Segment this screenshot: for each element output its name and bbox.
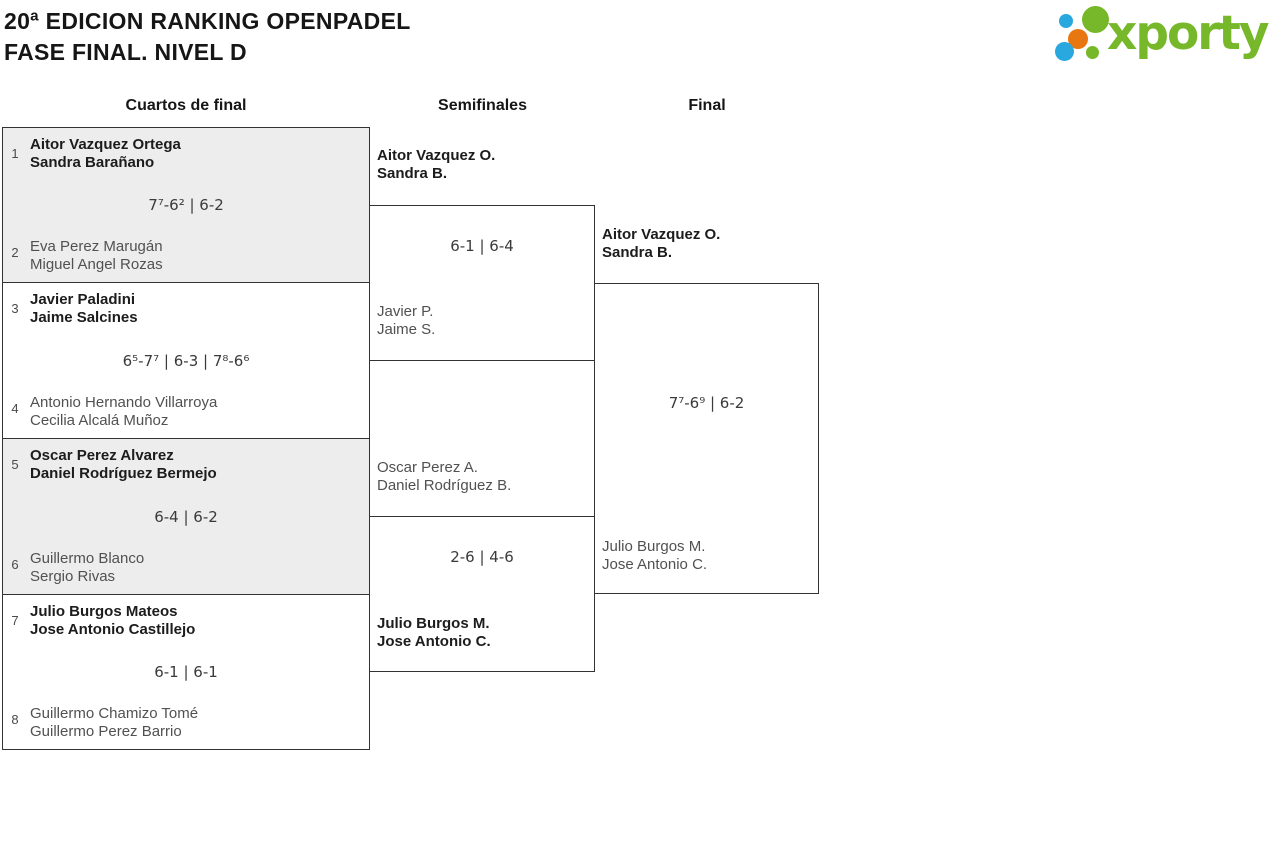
qf-match-3: 5 Oscar Perez Alvarez Daniel Rodríguez B… (2, 438, 370, 595)
qf4-team-bottom-player-1: Guillermo Chamizo Tomé (30, 705, 199, 722)
logo-dot-orange-icon (1068, 29, 1088, 49)
qf3-team-top: Oscar Perez Alvarez Daniel Rodríguez Ber… (30, 447, 217, 483)
qf1-team-top-player-1: Aitor Vazquez Ortega (30, 136, 181, 153)
sf2-team-bottom-player-1: Julio Burgos M. (377, 615, 490, 632)
qf1-team-top: Aitor Vazquez Ortega Sandra Barañano (30, 136, 181, 172)
sf1-team-top-player-2: Sandra B. (377, 165, 448, 182)
logo-wordmark: xporty (1107, 6, 1270, 61)
sf2-score: 2-6 | 4-6 (450, 548, 514, 566)
final-team-top-player-2: Sandra B. (602, 244, 673, 261)
qf2-team-bottom: Antonio Hernando Villarroya Cecilia Alca… (30, 394, 217, 430)
qf1-score: 7⁷-6² | 6-2 (148, 196, 224, 214)
qf4-team-top: Julio Burgos Mateos Jose Antonio Castill… (30, 603, 195, 639)
final-team-top: Aitor Vazquez O. Sandra B. (602, 226, 720, 262)
qf2-team-bottom-player-1: Antonio Hernando Villarroya (30, 394, 218, 411)
title-line-2: FASE FINAL. NIVEL D (4, 39, 247, 65)
qf3-team-bottom-player-2: Sergio Rivas (30, 568, 116, 585)
qf1-seed-top: 1 (11, 146, 19, 161)
sf1-score: 6-1 | 6-4 (450, 237, 514, 255)
logo-dot-blue-small-icon (1059, 14, 1073, 28)
round-header-semifinals: Semifinales (438, 97, 527, 114)
sf1-team-bottom-player-2: Jaime S. (377, 321, 436, 338)
qf1-team-bottom: Eva Perez Marugán Miguel Angel Rozas (30, 238, 163, 274)
sf2-team-bottom-player-2: Jose Antonio C. (377, 633, 491, 650)
qf2-team-bottom-player-2: Cecilia Alcalá Muñoz (30, 412, 169, 429)
xporty-logo[interactable]: xporty (1050, 0, 1280, 75)
qf2-team-top: Javier Paladini Jaime Salcines (30, 291, 138, 327)
qf4-seed-top: 7 (11, 613, 19, 628)
qf1-team-bottom-player-1: Eva Perez Marugán (30, 238, 163, 255)
final-match-box (594, 283, 819, 594)
qf1-seed-bottom: 2 (11, 245, 19, 260)
qf2-seed-top: 3 (11, 301, 19, 316)
qf3-team-bottom: Guillermo Blanco Sergio Rivas (30, 550, 144, 586)
sf1-team-top-player-1: Aitor Vazquez O. (377, 147, 496, 164)
page-title: 20ª EDICION RANKING OPENPADEL FASE FINAL… (4, 6, 411, 68)
sf2-team-top-player-2: Daniel Rodríguez B. (377, 477, 512, 494)
qf2-seed-bottom: 4 (11, 401, 19, 416)
final-team-bottom-player-1: Julio Burgos M. (602, 538, 706, 555)
sf1-team-top: Aitor Vazquez O. Sandra B. (377, 147, 495, 183)
final-score: 7⁷-6⁹ | 6-2 (668, 394, 745, 412)
qf4-team-top-player-1: Julio Burgos Mateos (30, 603, 178, 620)
title-line-1: 20ª EDICION RANKING OPENPADEL (4, 8, 411, 34)
qf4-team-bottom: Guillermo Chamizo Tomé Guillermo Perez B… (30, 705, 198, 741)
qf3-score: 6-4 | 6-2 (154, 507, 218, 526)
qf3-seed-bottom: 6 (11, 557, 19, 572)
sf1-team-bottom-player-1: Javier P. (377, 303, 434, 320)
sf-match-2-box (369, 516, 595, 672)
round-header-quarterfinals: Cuartos de final (125, 97, 247, 114)
final-team-top-player-1: Aitor Vazquez O. (602, 226, 721, 243)
sf2-team-top-player-1: Oscar Perez A. (377, 459, 478, 476)
qf3-seed-top: 5 (11, 457, 19, 472)
qf1-team-bottom-player-2: Miguel Angel Rozas (30, 256, 163, 273)
qf2-team-top-player-2: Jaime Salcines (30, 309, 138, 326)
qf4-team-top-player-2: Jose Antonio Castillejo (30, 621, 196, 638)
logo-dot-green-large-icon (1082, 6, 1109, 33)
round-header-final: Final (688, 97, 726, 114)
final-team-bottom-player-2: Jose Antonio C. (602, 556, 708, 573)
logo-dot-green-small-icon (1086, 46, 1099, 59)
qf3-team-top-player-2: Daniel Rodríguez Bermejo (30, 465, 217, 482)
qf-match-4: 7 Julio Burgos Mateos Jose Antonio Casti… (2, 594, 370, 750)
qf2-score: 6⁵-7⁷ | 6-3 | 7⁸-6⁶ (122, 351, 250, 370)
qf1-team-top-player-2: Sandra Barañano (30, 154, 155, 171)
sf2-team-bottom: Julio Burgos M. Jose Antonio C. (377, 615, 491, 651)
qf2-team-top-player-1: Javier Paladini (30, 291, 136, 308)
qf-match-2: 3 Javier Paladini Jaime Salcines 6⁵-7⁷ |… (2, 282, 370, 439)
qf3-team-top-player-1: Oscar Perez Alvarez (30, 447, 174, 464)
sf2-team-top: Oscar Perez A. Daniel Rodríguez B. (377, 459, 511, 495)
qf3-team-bottom-player-1: Guillermo Blanco (30, 550, 145, 567)
final-team-bottom: Julio Burgos M. Jose Antonio C. (602, 538, 707, 574)
logo-dot-blue-large-icon (1055, 42, 1074, 61)
sf1-team-bottom: Javier P. Jaime S. (377, 303, 435, 339)
qf4-team-bottom-player-2: Guillermo Perez Barrio (30, 723, 182, 740)
qf-match-1: 1 Aitor Vazquez Ortega Sandra Barañano 7… (2, 127, 370, 283)
qf4-seed-bottom: 8 (11, 712, 19, 727)
qf4-score: 6-1 | 6-1 (154, 663, 218, 681)
